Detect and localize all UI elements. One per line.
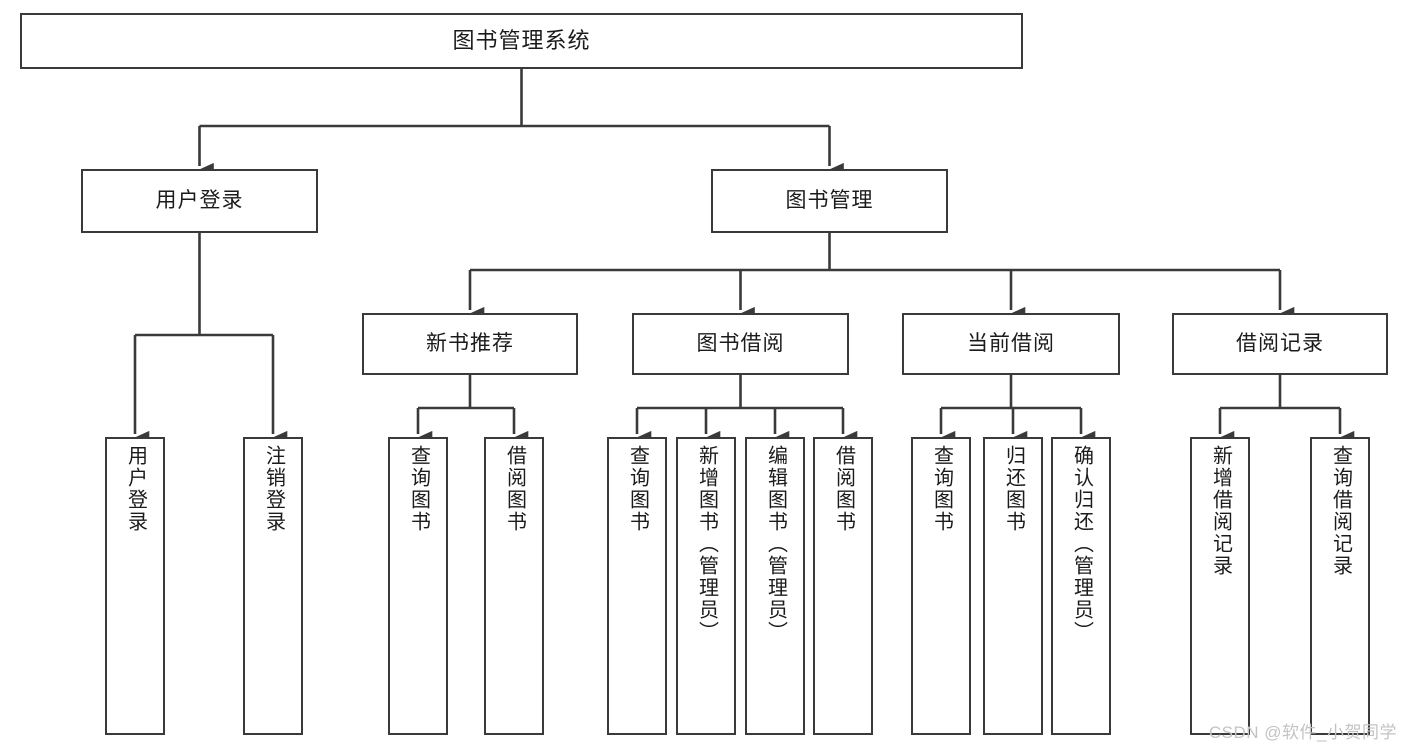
node-borrow-record-label: 借阅记录 — [1236, 332, 1324, 356]
watermark-label: CSDN @软件_小贺同学 — [1208, 723, 1397, 742]
node-leaf-add-book[interactable]: 新增图书（管理员） — [676, 437, 736, 735]
node-leaf-query-book-rec[interactable]: 查询图书 — [388, 437, 448, 735]
node-leaf-query-book-b[interactable]: 查询图书 — [607, 437, 667, 735]
node-book-borrow-label: 图书借阅 — [696, 332, 785, 356]
node-leaf-confirm-return[interactable]: 确认归还（管理员） — [1051, 437, 1111, 735]
node-user-login-label: 用户登录 — [155, 189, 244, 213]
node-leaf-user-login[interactable]: 用户登录 — [105, 437, 165, 735]
node-leaf-borrow-book-rec[interactable]: 借阅图书 — [484, 437, 544, 735]
node-leaf-query-book-b-label: 查询图书 — [626, 445, 649, 533]
node-leaf-query-book-rec-label: 查询图书 — [407, 445, 430, 533]
node-leaf-add-record-label: 新增借阅记录 — [1209, 445, 1232, 577]
node-current-borrow-label: 当前借阅 — [967, 332, 1055, 356]
node-new-book-rec-label: 新书推荐 — [426, 332, 514, 356]
node-leaf-add-book-label: 新增图书（管理员） — [695, 445, 718, 643]
node-book-borrow[interactable]: 图书借阅 — [632, 313, 849, 375]
node-leaf-query-book-c-label: 查询图书 — [930, 445, 953, 533]
node-leaf-user-logout[interactable]: 注销登录 — [243, 437, 303, 735]
node-user-login[interactable]: 用户登录 — [81, 169, 318, 233]
node-leaf-add-record[interactable]: 新增借阅记录 — [1190, 437, 1250, 735]
node-leaf-return-book-label: 归还图书 — [1002, 445, 1025, 533]
node-leaf-edit-book-label: 编辑图书（管理员） — [764, 445, 787, 643]
node-leaf-confirm-return-label: 确认归还（管理员） — [1070, 445, 1093, 643]
node-leaf-user-login-label: 用户登录 — [124, 445, 147, 533]
node-leaf-query-record[interactable]: 查询借阅记录 — [1310, 437, 1370, 735]
node-root[interactable]: 图书管理系统 — [20, 13, 1023, 69]
node-new-book-rec[interactable]: 新书推荐 — [362, 313, 578, 375]
node-leaf-borrow-book-b-label: 借阅图书 — [832, 445, 855, 533]
node-current-borrow[interactable]: 当前借阅 — [902, 313, 1120, 375]
node-book-manage-label: 图书管理 — [785, 189, 874, 213]
node-leaf-user-logout-label: 注销登录 — [262, 445, 285, 533]
node-borrow-record[interactable]: 借阅记录 — [1172, 313, 1388, 375]
node-root-label: 图书管理系统 — [452, 27, 591, 53]
node-leaf-query-record-label: 查询借阅记录 — [1329, 445, 1352, 577]
node-book-manage[interactable]: 图书管理 — [711, 169, 948, 233]
node-leaf-query-book-c[interactable]: 查询图书 — [911, 437, 971, 735]
node-leaf-edit-book[interactable]: 编辑图书（管理员） — [745, 437, 805, 735]
node-leaf-borrow-book-b[interactable]: 借阅图书 — [813, 437, 873, 735]
node-leaf-return-book[interactable]: 归还图书 — [983, 437, 1043, 735]
node-leaf-borrow-book-rec-label: 借阅图书 — [503, 445, 526, 533]
